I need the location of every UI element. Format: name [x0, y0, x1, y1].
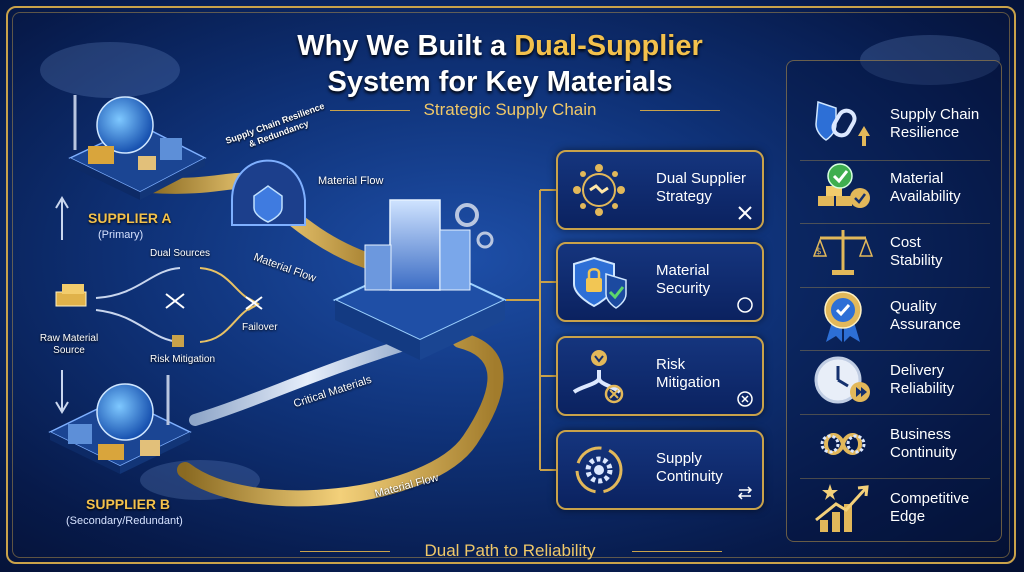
resilience-arch — [231, 159, 306, 226]
material-flow-label-1: Material Flow — [318, 175, 384, 187]
gold-path-lower — [177, 332, 504, 507]
shuffle-icon — [165, 293, 185, 309]
risk-mitigation-icon — [172, 335, 184, 347]
footer-rule-right — [632, 551, 722, 552]
silver-path-critical — [189, 334, 426, 426]
supplier-b-name: SUPPLIER B — [86, 496, 171, 512]
divider — [800, 414, 990, 415]
dual-sources-label: Dual Sources — [150, 248, 211, 259]
divider — [800, 160, 990, 161]
subtitle-rule-right — [640, 110, 720, 111]
supplier-a-role: (Primary) — [98, 229, 144, 241]
chain-shield-icon — [815, 100, 870, 146]
balance-scale-icon: $ — [812, 230, 874, 275]
page-title: Why We Built a Dual-Supplier System for … — [240, 28, 760, 100]
raw-material-icon — [55, 284, 87, 307]
footer-caption: Dual Path to Reliability — [424, 541, 596, 560]
badge-icon — [737, 297, 753, 313]
svg-text:$: $ — [816, 247, 822, 257]
divider — [800, 223, 990, 224]
failover-label: Failover — [242, 322, 278, 333]
title-highlight: Dual-Supplier — [514, 30, 703, 62]
gear-cycle-icon — [575, 446, 623, 494]
split-arrow-icon — [572, 350, 624, 404]
central-hub — [332, 199, 508, 360]
benefits-panel — [786, 60, 1002, 542]
cross-arrows-icon — [738, 206, 752, 220]
divider — [800, 478, 990, 479]
supplier-b-role: (Secondary/Redundant) — [66, 515, 183, 527]
swap-arrows-icon — [737, 486, 753, 500]
title-part-1: Why We Built a — [297, 30, 515, 62]
close-circle-icon — [737, 391, 753, 407]
infinity-gear-icon — [820, 433, 866, 455]
network-handshake-icon — [573, 164, 625, 216]
footer-rule-left — [300, 551, 390, 552]
quality-badge-icon — [824, 291, 862, 342]
divider — [800, 287, 990, 288]
divider — [800, 350, 990, 351]
supplier-a-name: SUPPLIER A — [88, 210, 172, 226]
subtitle: Strategic Supply Chain — [423, 100, 597, 119]
shield-lock-icon — [573, 256, 627, 309]
raw-material-source-label: Raw Material Source — [39, 333, 99, 356]
outer-frame — [6, 6, 1016, 564]
supplier-b-platform — [48, 375, 192, 474]
supplier-a-platform — [68, 95, 207, 200]
risk-mitigation-label: Risk Mitigation — [150, 354, 216, 365]
stock-check-icon — [818, 163, 870, 208]
title-line-2: System for Key Materials — [327, 66, 673, 98]
inner-frame — [12, 12, 1010, 558]
failover-icon — [245, 296, 263, 310]
card-connector — [506, 189, 556, 471]
clock-icon — [814, 356, 870, 404]
subtitle-rule-left — [330, 110, 410, 111]
growth-arrow-icon — [815, 484, 869, 532]
